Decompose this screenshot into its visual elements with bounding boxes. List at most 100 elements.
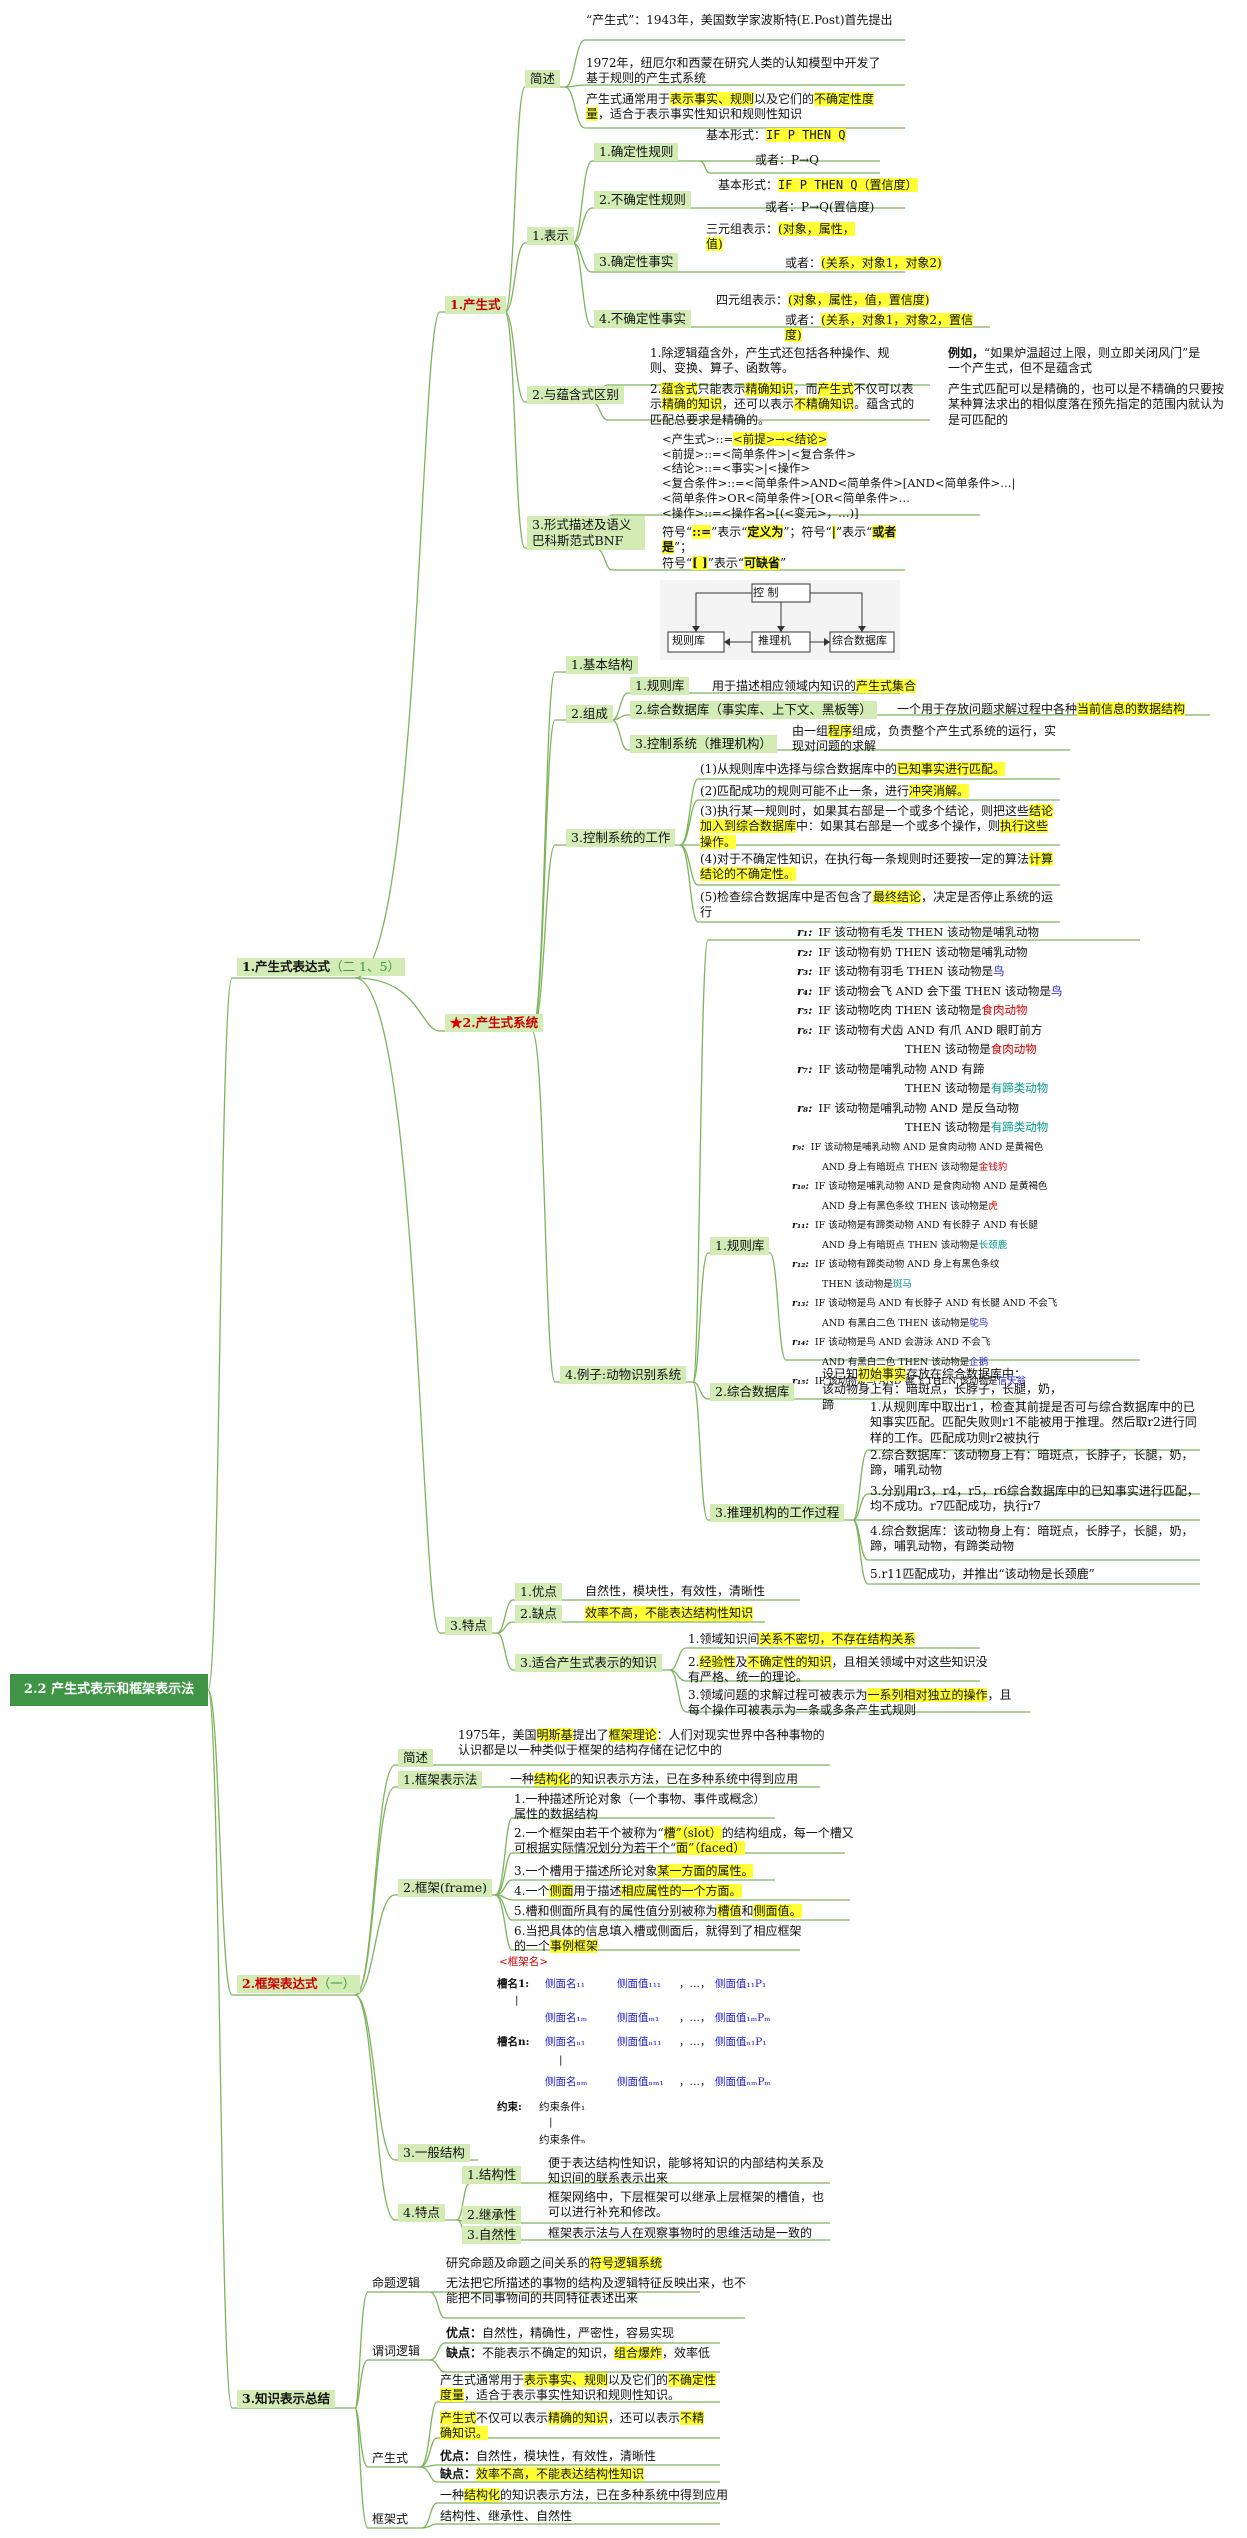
jianshu-line-2: 1972年，纽厄尔和西蒙在研究人类的认知模型中开发了基于规则的产生式系统 [586, 56, 881, 86]
node-frame-summary[interactable]: 框架式 [372, 2512, 409, 2526]
node-frame-features[interactable]: 4.特点 [398, 2204, 445, 2222]
node-basic-structure[interactable]: 1.基本结构 [566, 656, 638, 674]
frame-def-4: 4.一个侧面用于描述相应属性的一个方面。 [514, 1884, 742, 1898]
frame-def-1: 1.一种描述所论对象（一个事物、事件或概念）属性的数据结构 [514, 1792, 766, 1822]
node-production-summary[interactable]: 产生式 [372, 2451, 409, 2465]
rule-text: IF 该动物是有蹄类动物 AND 有长脖子 AND 有长腿 [814, 1220, 1038, 1231]
rule-id: r₁₁: [792, 1220, 809, 1231]
rule-line: r₅:IF 该动物吃肉 THEN 该动物是食肉动物 [797, 1003, 1028, 1018]
rule-conclusion: 食肉动物 [990, 1042, 1037, 1056]
control-step-4: (4)对于不确定性知识，在执行每一条规则时还要按一定的算法计算结论的不确定性。 [700, 852, 1054, 882]
node-general-structure[interactable]: 3.一般结构 [398, 2144, 470, 2162]
rule-text: THEN 该动物是 [905, 1120, 991, 1134]
node-biaoshi[interactable]: 1.表示 [527, 227, 574, 245]
node-implication-diff[interactable]: 2.与蕴含式区别 [527, 386, 624, 404]
rule-text: THEN 该动物是 [905, 1081, 991, 1095]
node-summary[interactable]: 3.知识表示总结 [237, 2390, 336, 2408]
frame-summary-1: 一种结构化的知识表示方法，已在多种系统中得到应用 [440, 2488, 729, 2502]
rule-id: r₁₃: [792, 1298, 809, 1309]
node-structural[interactable]: 1.结构性 [462, 2166, 522, 2184]
section-title: 2.框架表达式 [242, 1976, 318, 1991]
diagram-database: 综合数据库 [832, 634, 887, 647]
node-jianshu[interactable]: 简述 [525, 70, 561, 88]
rule-text: IF 该动物是哺乳动物 AND 是食肉动物 AND 是黄褐色 [814, 1181, 1048, 1192]
frame-def-6: 6.当把具体的信息填入槽或侧面后，就得到了相应框架的一个事例框架 [514, 1924, 802, 1954]
node-naturalness[interactable]: 3.自然性 [462, 2226, 522, 2244]
node-features[interactable]: 3.特点 [445, 1617, 492, 1635]
propositional-def: 研究命题及命题之间关系的符号逻辑系统 [446, 2256, 663, 2270]
rule-text: IF 该动物会飞 AND 会下蛋 THEN 该动物是 [818, 983, 1051, 998]
rule-id: r₁₅: [792, 1376, 809, 1387]
node-global-database[interactable]: 2.综合数据库（事实库、上下文、黑板等） [630, 701, 877, 719]
rule-id: r₈: [797, 1100, 813, 1115]
inheritance-text: 框架网络中，下层框架可以继承上层框架的槽值，也可以进行补充和修改。 [548, 2190, 825, 2220]
node-control-work[interactable]: 3.控制系统的工作 [566, 829, 676, 847]
node-frame-method[interactable]: 1.框架表示法 [398, 1771, 483, 1789]
node-certain-fact[interactable]: 3.确定性事实 [594, 253, 679, 271]
suitable-3: 3.领域问题的求解过程可被表示为一系列相对独立的操作，且每个操作可被表示为一条或… [688, 1688, 1012, 1718]
node-frame-intro[interactable]: 简述 [398, 1749, 434, 1767]
rule-line: r₁₅:IF 该动物是鸟 AND 善飞 THEN 该动物是信天翁 [792, 1376, 1026, 1388]
rule-line: AND 有黑白二色 THEN 该动物是企鹅 [822, 1357, 988, 1369]
suitable-2: 2.经验性及不确定性的知识，且相关领域中对这些知识没有严格、统一的理论。 [688, 1655, 988, 1685]
control-step-1: (1)从规则库中选择与综合数据库中的已知事实进行匹配。 [700, 762, 1006, 776]
certain-fact-form: 三元组表示：(对象，属性，值) [706, 222, 855, 252]
rule-line: r₆:IF 该动物有犬齿 AND 有爪 AND 眼盯前方 [797, 1023, 1042, 1038]
rule-text: IF 该动物是哺乳动物 AND 有蹄 [818, 1061, 985, 1076]
rule-text: IF 该动物是哺乳动物 AND 是食肉动物 AND 是黄褐色 [810, 1142, 1044, 1153]
rule-line: r₁₄:IF 该动物是鸟 AND 会游泳 AND 不会飞 [792, 1337, 990, 1349]
node-control-system[interactable]: 3.控制系统（推理机构） [630, 735, 777, 753]
rule-text: THEN 该动物是 [822, 1278, 893, 1290]
node-example-database[interactable]: 2.综合数据库 [710, 1383, 795, 1401]
global-database-desc: 一个用于存放问题求解过程中各种当前信息的数据结构 [897, 702, 1186, 716]
rule-id: r₇: [797, 1061, 813, 1076]
node-bnf[interactable]: 3.形式描述及语义巴科斯范式BNF [527, 516, 645, 550]
node-production-expression[interactable]: 1.产生式表达式（二 1、5） [237, 958, 405, 976]
certain-fact-alt: 或者：(关系，对象1，对象2) [785, 256, 942, 270]
node-frame-def[interactable]: 2.框架(frame) [398, 1879, 492, 1897]
predicate-disadvantages: 缺点：不能表示不确定的知识，组合爆炸，效率低 [446, 2346, 711, 2360]
system-structure-diagram [660, 580, 900, 660]
node-example-rule-base[interactable]: 1.规则库 [710, 1237, 770, 1255]
rule-conclusion: 金钱豹 [978, 1161, 1008, 1173]
node-production-system[interactable]: ★2.产生式系统 [445, 1014, 544, 1032]
rule-conclusion: 虎 [988, 1200, 998, 1212]
inference-step-4: 4.综合数据库：该动物身上有：暗斑点，长脖子，长腿，奶，蹄，哺乳动物，有蹄类动物 [870, 1524, 1194, 1554]
rule-id: r₃: [797, 964, 813, 978]
rule-line: r₁:IF 该动物有毛发 THEN 该动物是哺乳动物 [797, 925, 1039, 940]
node-rule-base[interactable]: 1.规则库 [630, 677, 690, 695]
frame-def-2: 2.一个框架由若干个被称为“槽”（slot）的结构组成，每一个槽又可根据实际情况… [514, 1826, 854, 1856]
node-predicate-logic[interactable]: 谓词逻辑 [372, 2344, 421, 2358]
node-certain-rule[interactable]: 1.确定性规则 [594, 143, 679, 161]
node-propositional-logic[interactable]: 命题逻辑 [372, 2276, 421, 2290]
implication-point-1: 1.除逻辑蕴含外，产生式还包括各种操作、规则、变换、算子、函数等。 [650, 346, 890, 376]
node-uncertain-fact[interactable]: 4.不确定性事实 [594, 310, 691, 328]
rule-text: AND 有黑白二色 THEN 该动物是 [822, 1317, 970, 1329]
rule-id: r₄: [797, 983, 813, 998]
root-node[interactable]: 2.2 产生式表示和框架表示法 [10, 1674, 208, 1706]
node-animal-example[interactable]: 4.例子:动物识别系统 [560, 1366, 687, 1384]
rule-line: THEN 该动物是有蹄类动物 [905, 1081, 1048, 1096]
node-disadvantages[interactable]: 2.缺点 [515, 1605, 562, 1623]
rule-line: AND 有黑白二色 THEN 该动物是鸵鸟 [822, 1318, 988, 1330]
rule-conclusion: 有蹄类动物 [990, 1081, 1049, 1095]
node-inference-process[interactable]: 3.推理机构的工作过程 [710, 1504, 845, 1522]
node-inheritance[interactable]: 2.继承性 [462, 2206, 522, 2224]
certain-rule-form: 基本形式：IF P THEN Q [706, 128, 846, 142]
rule-line: r₉:IF 该动物是哺乳动物 AND 是食肉动物 AND 是黄褐色 [792, 1142, 1043, 1154]
node-frame-expression[interactable]: 2.框架表达式（一） [237, 1975, 361, 1993]
node-production[interactable]: 1.产生式 [445, 296, 506, 314]
frame-template: <框架名> 槽名1: 侧面名₁₁ 侧面值₁₁₁ ，…， 侧面值₁₁P₁ | 侧面… [497, 1956, 771, 2146]
node-advantages[interactable]: 1.优点 [515, 1583, 562, 1601]
production-summary-1: 产生式通常用于表示事实、规则以及它们的不确定性度量，适合于表示事实性知识和规则性… [440, 2373, 717, 2403]
node-composition[interactable]: 2.组成 [566, 705, 613, 723]
node-suitable-knowledge[interactable]: 3.适合产生式表示的知识 [515, 1654, 662, 1672]
node-uncertain-rule[interactable]: 2.不确定性规则 [594, 191, 691, 209]
predicate-advantages: 优点：自然性，精确性，严密性，容易实现 [446, 2326, 675, 2340]
rule-line: THEN 该动物是食肉动物 [905, 1042, 1037, 1057]
rule-text: IF 该动物是鸟 AND 善飞 THEN 该动物是 [814, 1376, 998, 1387]
suitable-1: 1.领域知识间关系不密切，不存在结构关系 [688, 1632, 916, 1646]
jianshu-line-1: “产生式”：1943年，美国数学家波斯特(E.Post)首先提出 [586, 13, 893, 27]
rule-line: THEN 该动物是斑马 [822, 1279, 912, 1291]
rule-conclusion: 鸟 [993, 964, 1005, 978]
